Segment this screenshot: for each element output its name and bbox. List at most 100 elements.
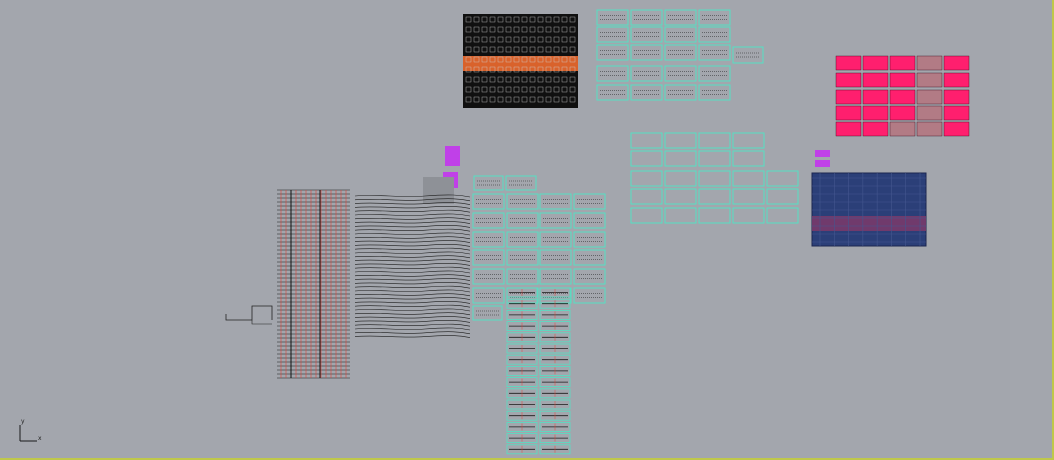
dark-sheet-part <box>545 26 552 33</box>
cyan-empty-panel <box>732 170 765 187</box>
dark-sheet-part <box>505 46 512 53</box>
brick-magenta <box>889 89 916 105</box>
dark-sheet-part <box>505 66 512 73</box>
dark-sheet-part <box>537 86 544 93</box>
cyan-panel <box>630 9 663 26</box>
dark-sheet-part <box>553 86 560 93</box>
dark-sheet-part <box>505 86 512 93</box>
stack-panel <box>539 433 571 444</box>
bracket-parts[interactable] <box>225 305 273 325</box>
purple-tile <box>445 146 460 166</box>
cyan-empty-panel <box>664 170 697 187</box>
dark-sheet-part <box>497 66 504 73</box>
cyan-empty-panel <box>630 188 663 205</box>
cyan-panel <box>664 9 697 26</box>
cyan-detail-panel <box>506 212 539 229</box>
gray-block <box>423 177 454 204</box>
stack-panel <box>506 410 538 421</box>
dark-sheet-part <box>481 16 488 23</box>
brick-magenta <box>943 105 970 121</box>
dark-sheet-part <box>513 16 520 23</box>
stack-panel <box>539 444 571 455</box>
dark-sheet-part <box>505 56 512 63</box>
cyan-empty-panel <box>698 170 731 187</box>
dark-sheet-part <box>537 26 544 33</box>
dark-sheet-part <box>489 36 496 43</box>
dark-sheet-part <box>489 26 496 33</box>
nesting-sheet-dark[interactable] <box>463 14 578 108</box>
stack-panel <box>539 377 571 388</box>
cyan-panel <box>596 44 629 61</box>
panel-stack-bottom[interactable] <box>506 287 571 455</box>
dark-sheet-part <box>561 16 568 23</box>
stack-panel <box>506 444 538 455</box>
wavy-strips[interactable] <box>354 194 471 338</box>
dark-sheet-part <box>513 86 520 93</box>
cyan-detail-panel <box>472 287 505 304</box>
dark-sheet-part <box>497 96 504 103</box>
dark-sheet-part <box>569 86 576 93</box>
cyan-detail-panel <box>472 193 505 210</box>
brick-magenta <box>889 55 916 71</box>
ruled-sheet-left[interactable] <box>277 189 350 379</box>
wavy-strip <box>354 301 471 304</box>
purple-tag <box>815 150 830 157</box>
dark-sheet-part <box>473 36 480 43</box>
wavy-strip <box>354 263 471 266</box>
wavy-strip <box>354 221 471 224</box>
dark-sheet-part <box>529 56 536 63</box>
dark-sheet-part <box>489 56 496 63</box>
cyan-empty-panel <box>664 207 697 224</box>
cyan-empty-panel <box>630 132 663 149</box>
dark-sheet-part <box>473 86 480 93</box>
brick-pattern-magenta[interactable] <box>835 55 970 137</box>
stack-panel <box>506 433 538 444</box>
cyan-detail-panel <box>573 212 606 229</box>
dark-sheet-part <box>569 36 576 43</box>
dark-sheet-part <box>505 96 512 103</box>
cyan-empty-panel <box>664 150 697 167</box>
navy-sheet-bg <box>811 172 927 247</box>
dark-sheet-part <box>481 26 488 33</box>
dark-sheet-part <box>465 56 472 63</box>
dark-sheet-part <box>473 76 480 83</box>
dark-sheet-part <box>537 76 544 83</box>
stack-panel <box>506 421 538 432</box>
cyan-empty-panel <box>630 150 663 167</box>
dark-sheet-part <box>497 56 504 63</box>
wavy-strip <box>354 236 471 240</box>
stack-panel <box>506 287 538 298</box>
dark-sheet-part <box>569 76 576 83</box>
panel-grid-center[interactable] <box>472 175 606 321</box>
dark-sheet-part <box>569 56 576 63</box>
dark-sheet-part <box>545 56 552 63</box>
navy-sheet[interactable] <box>811 150 927 247</box>
dark-sheet-part <box>497 26 504 33</box>
stack-panel <box>539 309 571 320</box>
dark-sheet-part <box>489 46 496 53</box>
brick-magenta <box>835 121 862 137</box>
stack-panel <box>539 354 571 365</box>
brick-mauve <box>916 105 943 121</box>
brick-mauve <box>916 89 943 105</box>
brick-magenta <box>835 55 862 71</box>
dark-sheet-part <box>561 76 568 83</box>
cyan-panel <box>698 26 731 43</box>
dark-sheet-part <box>489 66 496 73</box>
dark-sheet-part <box>537 96 544 103</box>
panel-grid-top[interactable] <box>596 9 764 101</box>
stack-panel <box>506 332 538 343</box>
cyan-detail-panel <box>573 193 606 210</box>
panel-grid-middle[interactable] <box>630 132 799 224</box>
cyan-detail-panel <box>472 268 505 285</box>
axis-y-label: y <box>21 418 25 425</box>
wavy-strip <box>354 228 471 232</box>
cyan-panel <box>698 84 731 101</box>
stack-panel <box>506 365 538 376</box>
dark-sheet-part <box>481 86 488 93</box>
wavy-strip <box>354 331 471 335</box>
dark-sheet-part <box>513 36 520 43</box>
stack-panel <box>539 421 571 432</box>
